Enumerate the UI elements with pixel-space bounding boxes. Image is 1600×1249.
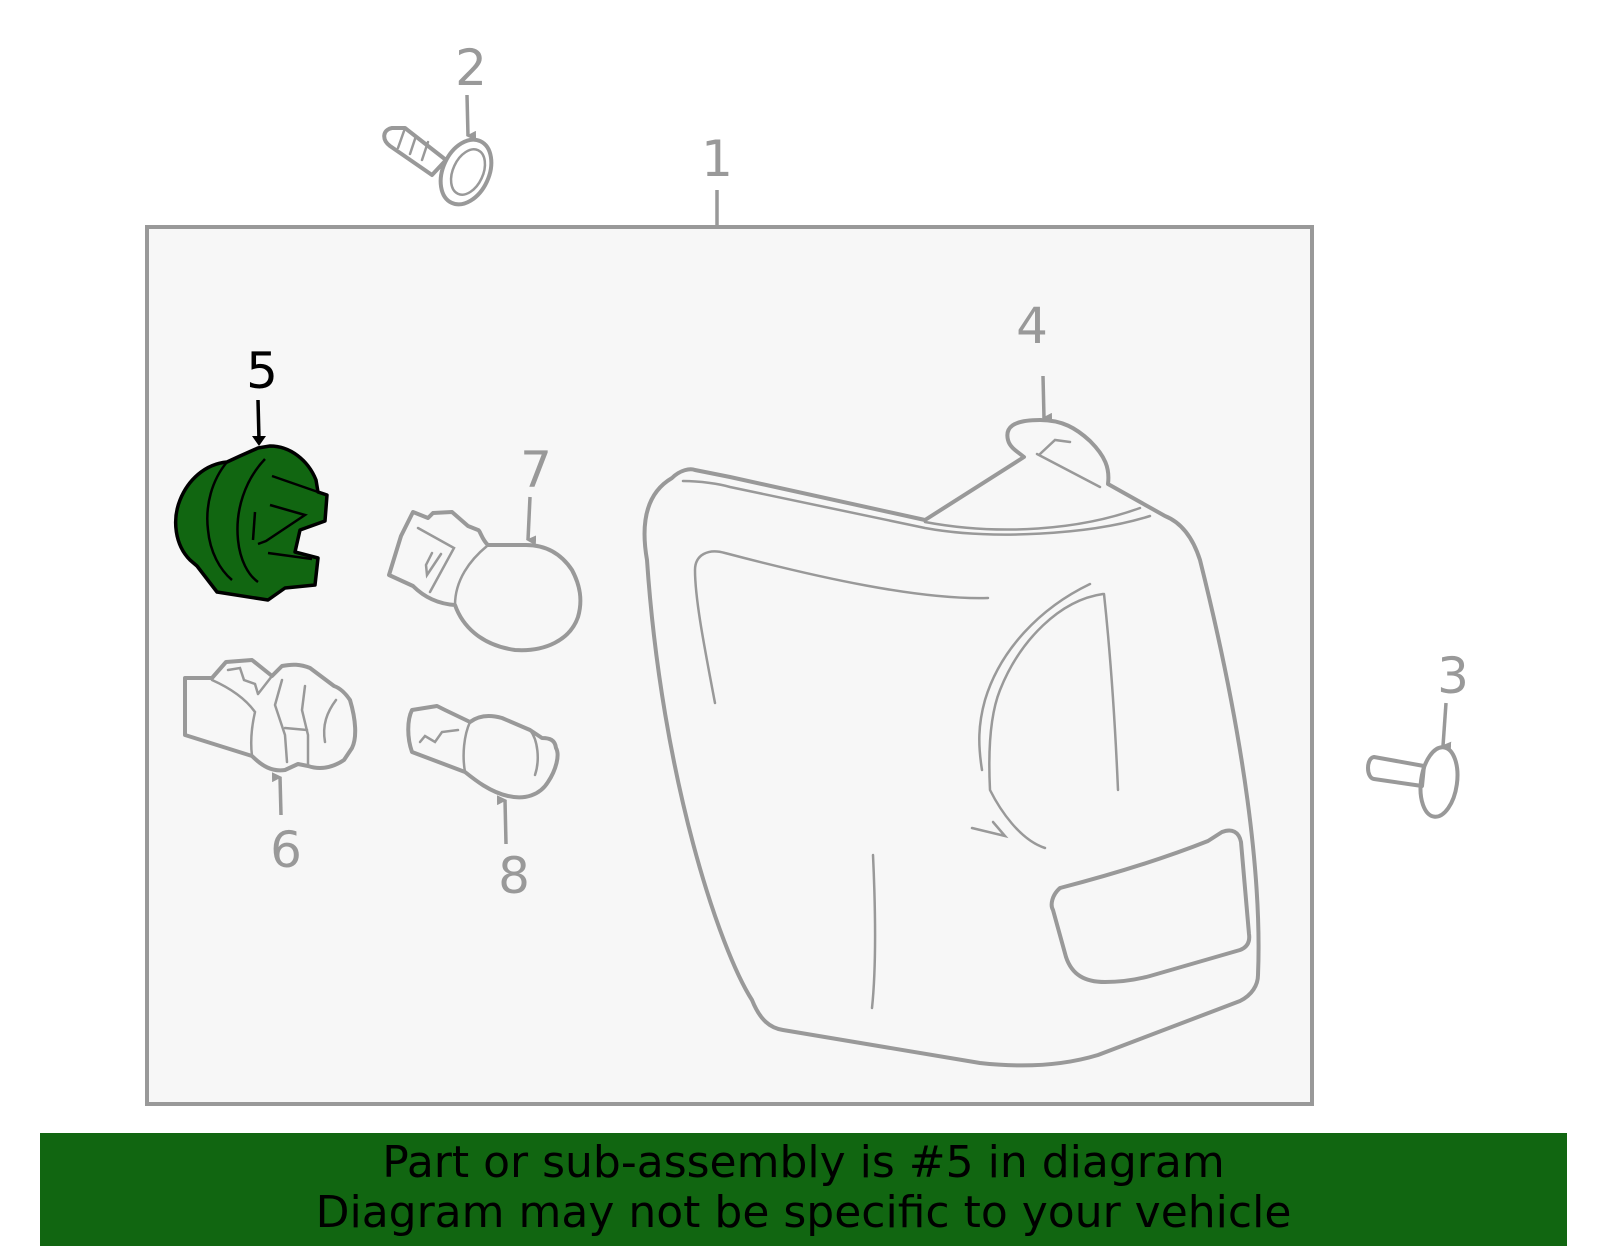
callout-1: 1	[701, 130, 733, 188]
leader-7	[526, 496, 537, 546]
callout-5: 5	[246, 342, 278, 400]
callout-6: 6	[270, 821, 302, 879]
bulb-part-8	[406, 704, 560, 800]
leader-3	[1441, 702, 1452, 752]
callout-3: 3	[1437, 647, 1469, 705]
leader-2	[465, 94, 477, 141]
bulb-part-6	[183, 658, 358, 773]
banner-line-disclaimer: Diagram may not be specific to your vehi…	[315, 1187, 1292, 1238]
leader-5	[256, 399, 261, 441]
leader-8	[496, 795, 508, 845]
callout-7: 7	[520, 441, 552, 499]
assembly-frame	[145, 225, 1314, 1106]
socket-part-5	[173, 444, 329, 602]
info-banner: Part or sub-assembly is #5 in diagram Di…	[40, 1133, 1567, 1246]
leader-4	[1041, 375, 1053, 423]
callout-2: 2	[455, 39, 487, 97]
screw-part-2	[382, 126, 494, 207]
callout-8: 8	[498, 847, 530, 905]
lamp-housing-part-4	[642, 418, 1261, 1068]
screw-part-3	[1366, 745, 1460, 819]
leader-6	[271, 772, 283, 816]
callout-4: 4	[1016, 297, 1048, 355]
banner-line-part-number: Part or sub-assembly is #5 in diagram	[382, 1137, 1225, 1188]
bulb-part-7	[387, 510, 583, 653]
arrowhead-5	[252, 436, 266, 446]
